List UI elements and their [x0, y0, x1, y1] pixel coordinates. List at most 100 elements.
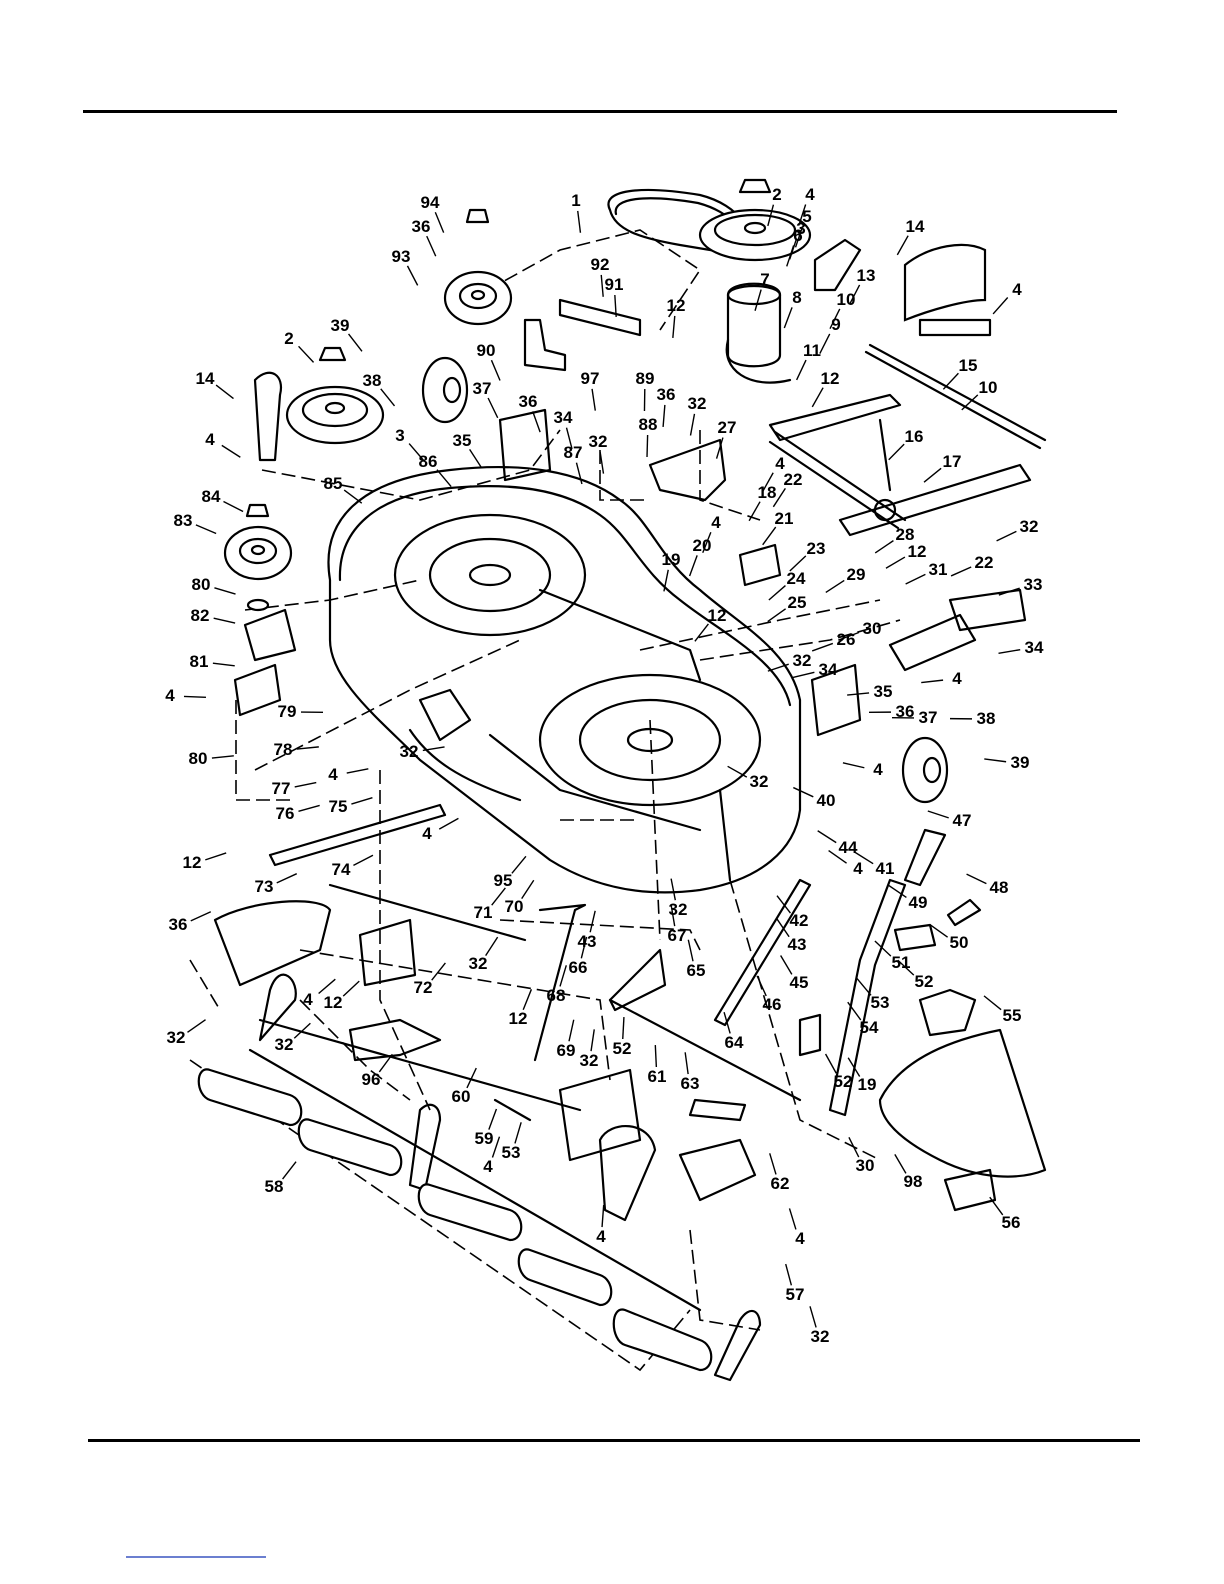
part-number: 47 [953, 811, 972, 830]
part-callout: 41 [854, 851, 895, 878]
part-number: 42 [790, 911, 809, 930]
part-number: 16 [905, 427, 924, 446]
part-callout: 64 [723, 1012, 744, 1052]
part-callout: 77 [272, 779, 317, 798]
part-callout: 80 [189, 749, 234, 768]
leader-line [811, 642, 834, 652]
part-callout: 82 [191, 606, 236, 625]
part-callout: 21 [762, 509, 793, 546]
part-number: 10 [979, 378, 998, 397]
part-callout: 36 [169, 911, 212, 934]
leader-line [768, 585, 786, 601]
part-number: 39 [1011, 753, 1030, 772]
part-number: 4 [303, 990, 313, 1009]
part-number: 39 [331, 316, 350, 335]
part-callout: 22 [950, 553, 993, 577]
leader-line [491, 887, 506, 906]
part-number: 61 [648, 1067, 667, 1086]
part-number: 75 [329, 797, 348, 816]
part-number: 11 [803, 341, 821, 360]
part-number: 4 [775, 454, 785, 473]
part-number: 44 [839, 838, 858, 857]
leader-line [785, 1263, 793, 1286]
part-number: 37 [473, 379, 492, 398]
part-callout: 10 [961, 378, 998, 411]
leader-line [688, 555, 698, 577]
part-callout: 52 [824, 1053, 853, 1091]
part-number: 19 [858, 1075, 877, 1094]
leader-line [378, 1053, 393, 1073]
part-number: 68 [547, 986, 566, 1005]
part-callout: 85 [324, 474, 363, 504]
leader-line [769, 1153, 777, 1175]
leader-line [282, 1161, 297, 1180]
part-number: 4 [873, 760, 883, 779]
part-callout: 80 [192, 575, 236, 595]
leader-line [761, 472, 774, 493]
leader-line [727, 765, 748, 778]
footer-rule [88, 1439, 1140, 1442]
part-number: 98 [904, 1172, 923, 1191]
part-number: 49 [909, 893, 928, 912]
leader-line [789, 555, 807, 572]
part-callout: 79 [278, 702, 324, 721]
leader-line [426, 235, 437, 257]
part-number: 4 [711, 513, 721, 532]
part-number: 79 [278, 702, 297, 721]
part-callout: 38 [363, 371, 396, 407]
part-callout: 4 [596, 1205, 606, 1246]
leader-line [798, 204, 807, 226]
part-number: 32 [167, 1028, 186, 1047]
part-number: 34 [1025, 638, 1044, 657]
part-callout: 48 [966, 873, 1008, 897]
leader-line [577, 210, 582, 233]
part-number: 29 [847, 565, 866, 584]
leader-line [466, 1067, 477, 1089]
leader-line [842, 762, 865, 769]
leader-line [983, 995, 1002, 1011]
part-number: 41 [876, 859, 895, 878]
part-callout: 90 [477, 341, 501, 381]
part-callout: 52 [897, 959, 933, 991]
part-callout: 88 [639, 415, 657, 458]
part-callout: 91 [605, 275, 624, 317]
part-number: 12 [183, 853, 202, 872]
leader-line [276, 873, 298, 884]
part-number: 55 [1003, 1006, 1022, 1025]
part-number: 52 [834, 1072, 853, 1091]
part-number: 12 [821, 369, 840, 388]
part-number: 32 [469, 954, 488, 973]
part-callout: 25 [767, 593, 806, 623]
part-number: 64 [725, 1033, 744, 1052]
part-callout: 32 [996, 517, 1038, 542]
part-number: 4 [1012, 280, 1022, 299]
leader-line [829, 308, 841, 329]
leader-line [211, 755, 234, 759]
leader-line [351, 797, 373, 805]
part-number: 43 [578, 932, 597, 951]
part-number: 66 [569, 958, 588, 977]
part-number: 95 [494, 871, 513, 890]
leader-line [767, 608, 787, 623]
part-callout: 49 [887, 884, 928, 912]
leader-line [183, 695, 206, 698]
part-callout: 43 [776, 918, 806, 954]
leader-line [856, 977, 872, 996]
leader-line [923, 467, 942, 483]
part-number: 54 [860, 1018, 879, 1037]
leader-line [689, 413, 696, 436]
part-number: 4 [596, 1227, 606, 1246]
part-number: 91 [605, 275, 624, 294]
part-callout: 84 [202, 487, 244, 513]
leader-line [847, 692, 870, 696]
leader-line [874, 940, 892, 957]
leader-line [646, 434, 649, 458]
part-callout: 12 [509, 989, 533, 1028]
part-callout: 83 [174, 511, 217, 535]
part-callout: 98 [894, 1154, 923, 1191]
part-callout: 12 [694, 606, 726, 642]
part-number: 17 [943, 452, 962, 471]
leader-line [762, 526, 777, 546]
part-number: 35 [453, 431, 472, 450]
leader-line [847, 1057, 861, 1077]
